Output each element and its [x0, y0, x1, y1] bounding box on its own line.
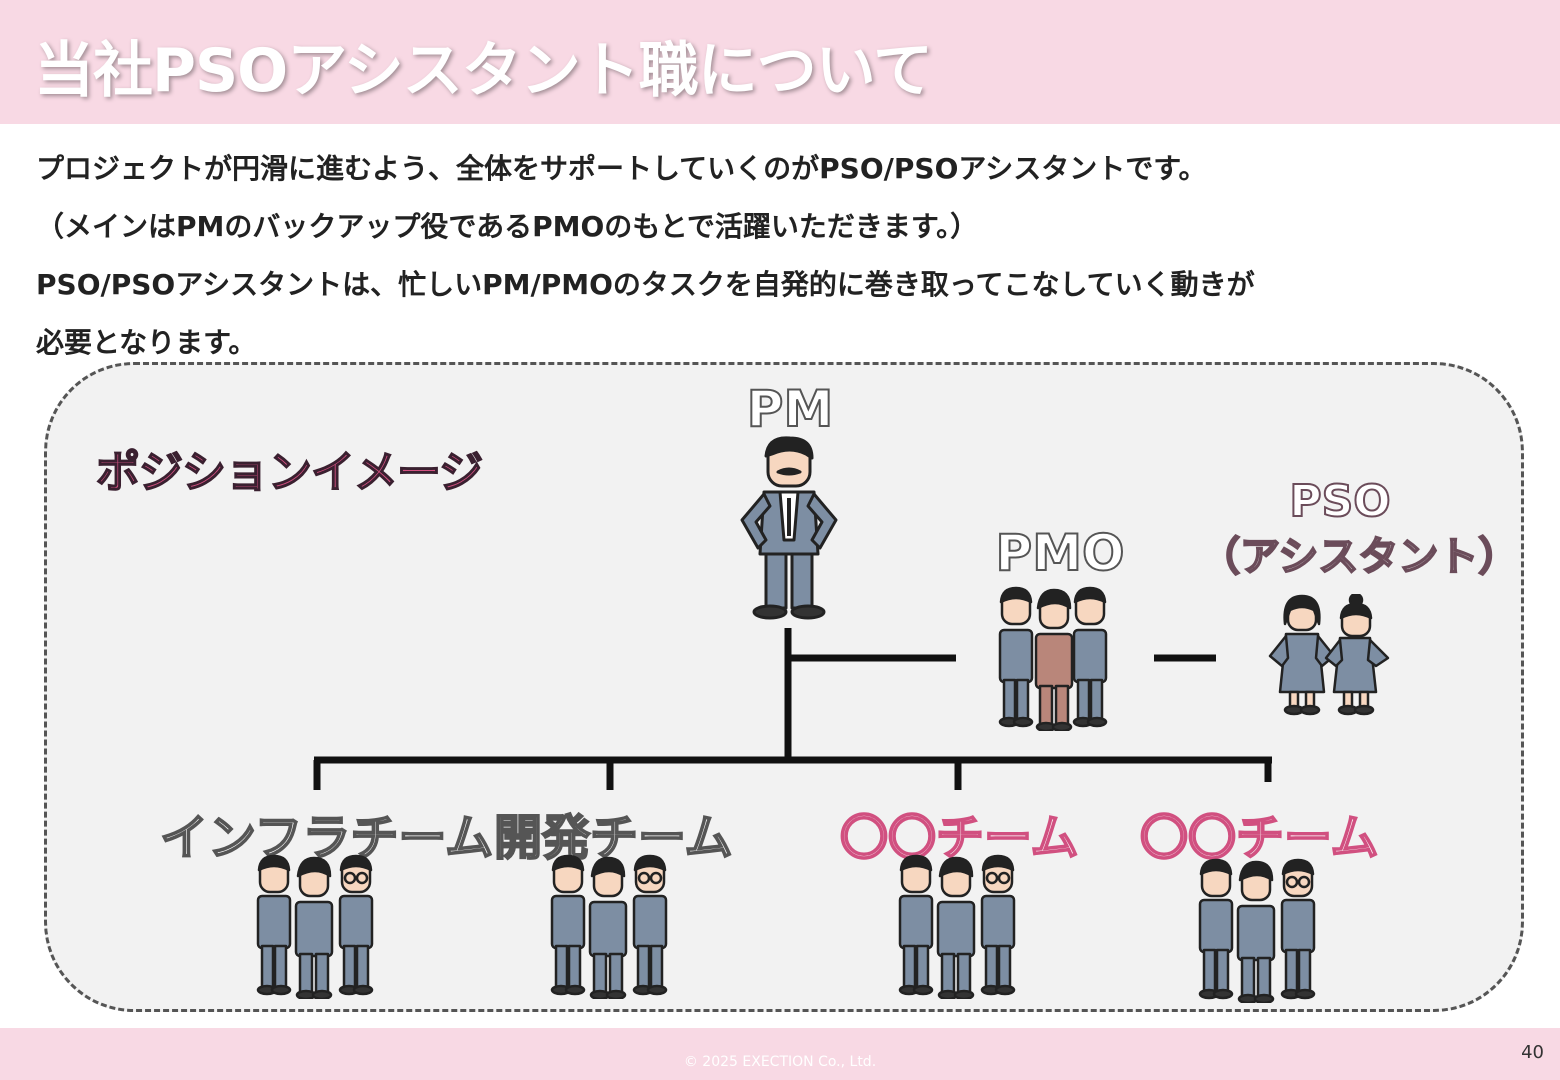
page-number: 40	[1521, 1042, 1544, 1063]
pso-assistant-group-icon	[1268, 594, 1390, 716]
pm-label: PM	[746, 379, 834, 439]
copyright-text: © 2025 EXECTION Co., Ltd.	[683, 1054, 877, 1070]
intro-line: プロジェクトが円滑に進むよう、全体をサポートしていくのがPSO/PSOアシスタン…	[36, 152, 1207, 185]
intro-text: プロジェクトが円滑に進むよう、全体をサポートしていくのがPSO/PSOアシスタン…	[36, 140, 1496, 372]
intro-line: （メインはPMのバックアップ役であるPMOのもとで活躍いただきます。）	[36, 210, 979, 243]
team-group-icon	[898, 854, 1016, 999]
team-label-infra: インフラチーム	[159, 809, 494, 867]
pso-label: PSO	[1288, 475, 1391, 528]
team-group-icon	[256, 854, 374, 999]
page-title: 当社PSOアシスタント職について	[34, 36, 933, 106]
pm-person-icon	[740, 436, 838, 620]
footer-bar	[0, 1028, 1560, 1080]
pmo-label: PMO	[995, 523, 1126, 583]
team-group-icon	[550, 854, 668, 999]
header-bar: 当社PSOアシスタント職について	[0, 0, 1560, 124]
pso-sub-label: （アシスタント）	[1199, 533, 1519, 581]
intro-line: 必要となります。	[36, 326, 257, 359]
intro-line: PSO/PSOアシスタントは、忙しいPM/PMOのタスクを自発的に巻き取ってこな…	[36, 268, 1255, 301]
team-label-other-2: 〇〇チーム	[1139, 809, 1380, 867]
team-group-icon	[1198, 858, 1316, 1003]
position-image-title: ポジションイメージ	[95, 446, 484, 499]
pmo-group-icon	[998, 586, 1108, 731]
